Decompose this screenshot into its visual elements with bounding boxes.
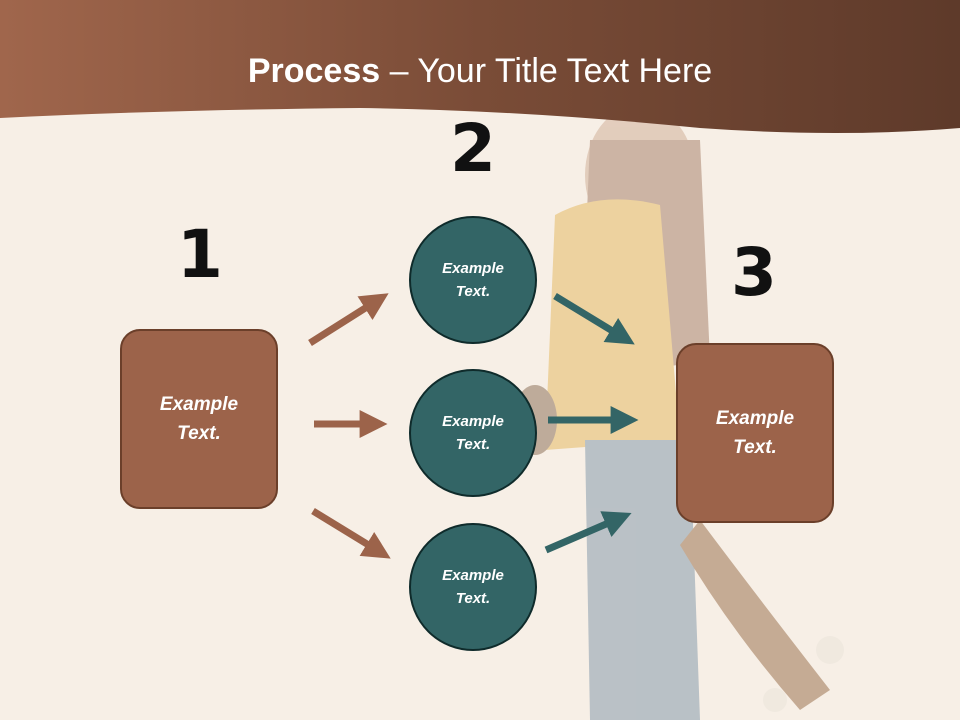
circle-top-line2: Text. [455, 283, 491, 300]
circle-middle-line2: Text. [455, 436, 491, 453]
title-rest: – Your Title Text Here [380, 52, 713, 90]
circle-bottom-line2: Text. [455, 590, 491, 607]
title-bold: Process [247, 52, 381, 90]
circle-top-line1: Example [442, 260, 504, 277]
left-box-line2: Text. [177, 423, 221, 444]
step-number-3: 3 [731, 234, 777, 311]
slide-title: Process – Your Title Text Here [0, 52, 960, 91]
right-box-line1: Example [715, 408, 795, 429]
circle-bottom-line1: Example [442, 567, 504, 584]
right-box-line2: Text. [733, 437, 777, 458]
step-number-2: 2 [450, 110, 496, 187]
left-box-line1: Example [159, 394, 239, 415]
step-number-1: 1 [177, 216, 223, 293]
circle-middle-line1: Example [442, 413, 504, 430]
header-band [0, 0, 960, 133]
